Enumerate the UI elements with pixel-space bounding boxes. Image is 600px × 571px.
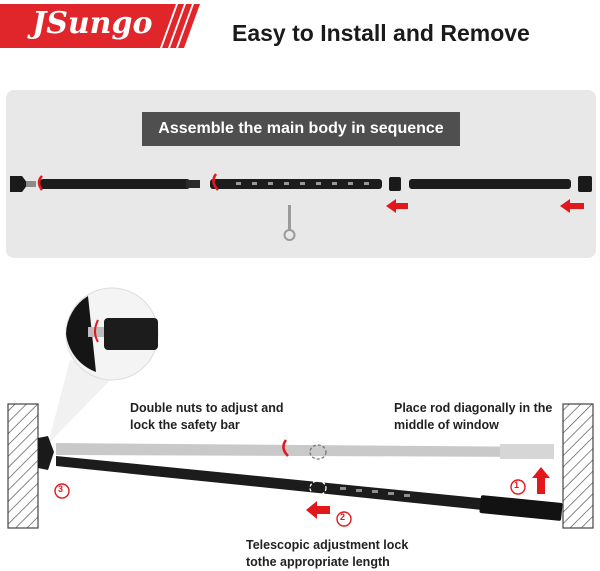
upper-rod-light [56,443,552,457]
nuts-callout-line-2: lock the safety bar [130,418,240,432]
zoom-cone [48,360,118,444]
assembly-parts [10,173,592,241]
header: JSungo Easy to Install and Remove [0,0,600,62]
left-wall [7,403,39,529]
zoom-rod-part [104,318,158,350]
pin-ring-part [283,229,296,241]
telescopic-callout: Telescopic adjustment lock tothe appropr… [246,537,408,571]
step-2-arrow [306,501,330,519]
pin-part [288,205,291,231]
zoom-foot-part [66,296,96,372]
upper-rod-end [500,444,554,459]
place-callout-line-1: Place rod diagonally in the [394,401,553,415]
step-3-circle [54,483,70,499]
rod-segment-1 [40,179,190,189]
rod-segment-2 [210,179,382,189]
lower-rod-holes [340,487,410,497]
end-cap-part [578,176,592,192]
step-2-label: 2 [340,512,346,522]
rotate-arrow-2 [212,173,219,191]
zoom-nut-part [88,327,106,337]
lower-rod-end [479,495,563,521]
install-scene [7,287,594,529]
left-foot-part [38,436,54,470]
nuts-callout-line-1: Double nuts to adjust and [130,401,284,415]
rod-segment-3 [409,179,571,189]
upper-twist-icon [309,444,327,460]
telescopic-callout-line-1: Telescopic adjustment lock [246,538,409,552]
step-1-circle [510,479,526,495]
foot-bolt-part [26,181,36,187]
brand-logo: JSungo [32,6,153,41]
end-foot-part [10,176,28,192]
zoom-rotate-arrow [94,319,99,343]
right-wall [562,403,594,529]
nuts-callout: Double nuts to adjust and lock the safet… [130,400,283,434]
lower-rod-dark [56,456,560,518]
collar-part [389,177,401,191]
rod-segment-2-holes [236,182,369,185]
rod-segment-1-tip [186,180,200,188]
insert-arrow-2 [560,199,584,213]
insert-arrow-1 [386,199,408,213]
place-callout-line-2: middle of window [394,418,499,432]
page-title: Easy to Install and Remove [232,20,530,46]
step-1-label: 1 [514,480,520,490]
rotate-arrow-1 [37,175,44,191]
assembly-title: Assemble the main body in sequence [142,112,460,146]
step-1-arrow [532,467,550,494]
telescopic-callout-line-2: tothe appropriate length [246,555,390,569]
brand-logo-band [0,4,200,48]
upper-rotate-arrow [282,439,289,457]
step-3-label: 3 [58,484,64,494]
lower-twist-icon [309,480,327,496]
place-callout: Place rod diagonally in the middle of wi… [394,400,552,434]
step-2-circle [336,511,352,527]
